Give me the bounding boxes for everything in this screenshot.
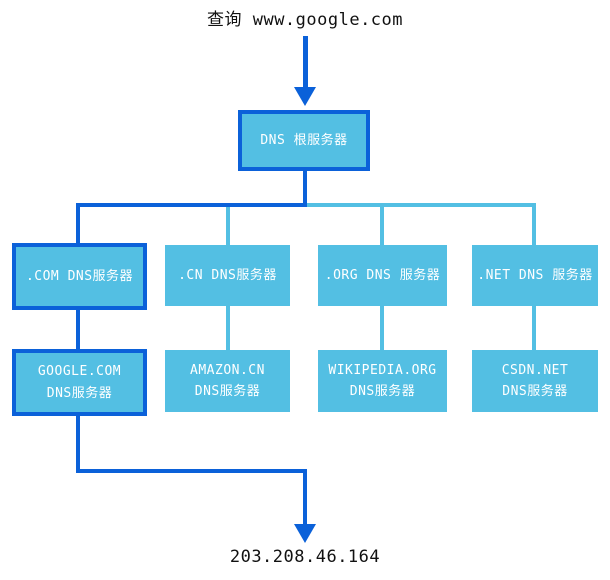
connector-to-ip (303, 469, 307, 525)
connector-root-stem (303, 171, 307, 204)
connector-to-cn (226, 207, 230, 246)
node-com-dns-server: .COM DNS服务器 (12, 243, 147, 310)
node-cn-dns-server: .CN DNS服务器 (165, 245, 290, 306)
connector-query-to-root (303, 36, 308, 89)
node-org-dns-server: .ORG DNS 服务器 (318, 245, 447, 306)
connector-google-down (76, 415, 80, 471)
node-wikipedia-org-dns-server: WIKIPEDIA.ORG DNS服务器 (318, 350, 447, 412)
node-label: .NET DNS 服务器 (477, 267, 593, 283)
node-amazon-cn-dns-server: AMAZON.CN DNS服务器 (165, 350, 290, 412)
node-label-line2: DNS服务器 (349, 384, 416, 399)
node-csdn-net-dns-server: CSDN.NET DNS服务器 (472, 350, 598, 412)
node-dns-root-server: DNS 根服务器 (238, 110, 370, 171)
connector-horizontal (307, 203, 536, 207)
connector-cn-to-amazon (226, 305, 230, 351)
node-label-line2: DNS服务器 (46, 385, 113, 401)
node-label-line2: DNS服务器 (194, 384, 261, 399)
node-label-line1: CSDN.NET (501, 362, 569, 378)
connector-to-org (380, 207, 384, 246)
node-label: .CN DNS服务器 (178, 267, 277, 283)
node-label-line1: AMAZON.CN (190, 362, 265, 378)
arrow-down-icon (294, 524, 316, 543)
node-label: DNS 根服务器 (260, 132, 348, 148)
connector-to-net (532, 207, 536, 246)
connector-horizontal-highlight (76, 203, 307, 207)
node-label-line2: DNS服务器 (502, 384, 568, 399)
arrow-down-icon (294, 87, 316, 106)
query-title: 查询 www.google.com (206, 10, 404, 30)
connector-net-to-csdn (532, 305, 536, 351)
resolved-ip: 203.208.46.164 (229, 547, 381, 567)
connector-bottom-horizontal (76, 469, 307, 473)
connector-org-to-wikipedia (380, 305, 384, 351)
node-label: .COM DNS服务器 (25, 268, 134, 284)
node-label-line1: WIKIPEDIA.ORG (328, 362, 437, 378)
node-google-com-dns-server: GOOGLE.COM DNS服务器 (12, 349, 147, 416)
connector-to-com (76, 203, 80, 244)
node-label-line1: GOOGLE.COM (37, 364, 122, 380)
node-net-dns-server: .NET DNS 服务器 (472, 245, 598, 306)
connector-com-to-google (76, 309, 80, 350)
node-label: .ORG DNS 服务器 (324, 267, 441, 283)
